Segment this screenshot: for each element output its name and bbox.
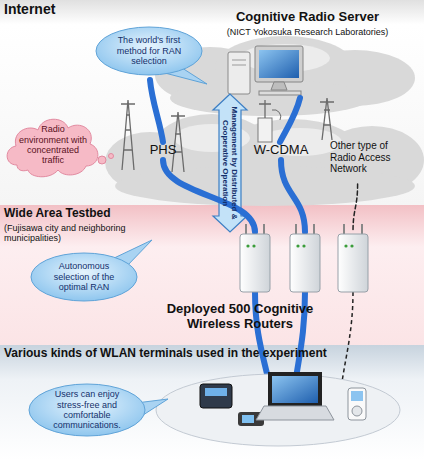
radio-link	[353, 184, 358, 232]
router-unit	[290, 224, 320, 292]
wcdma-station	[258, 100, 281, 142]
callout-text: Autonomous selection of the optimal RAN	[42, 252, 126, 302]
router-unit	[240, 224, 270, 292]
network-name: Other type of Radio Access Network	[330, 140, 410, 175]
bubble-body	[29, 384, 145, 436]
router-caption: Deployed 500 Cognitive Wireless Routers	[145, 302, 335, 332]
callout-bubble: Autonomous selection of the optimal RAN	[30, 252, 138, 302]
cloud-highlight	[174, 44, 342, 156]
bubble-body	[96, 27, 202, 75]
band-fill	[0, 345, 424, 460]
wlan-terminals	[156, 372, 400, 446]
callout-text: Users can enjoy stress-free and comforta…	[40, 383, 134, 437]
edge-label: Management by Distributed & Cooperative …	[221, 97, 239, 229]
band-fill	[0, 0, 424, 205]
router-unit	[338, 224, 368, 292]
server-computer	[228, 46, 303, 95]
network-band: InternetCognitive Radio Server (NICT Yoko…	[0, 0, 424, 205]
band-heading: Various kinds of WLAN terminals used in …	[4, 347, 420, 361]
radio-link-line	[150, 80, 305, 378]
band-subheading: (Fujisawa city and neighboring municipal…	[4, 223, 129, 244]
network-name-box: Other type of Radio Access Network	[330, 140, 422, 184]
callout-bubble: The world's first method for RAN selecti…	[95, 26, 203, 76]
cloud-tail	[109, 154, 114, 159]
network-name: W-CDMA	[250, 143, 312, 158]
network-name: PHS	[143, 143, 183, 158]
radio-link	[281, 160, 305, 232]
callout-text: The world's first method for RAN selecti…	[107, 26, 191, 76]
terminal-band: Various kinds of WLAN terminals used in …	[0, 345, 424, 460]
callout-cloud: Radio environment with concentrated traf…	[2, 110, 102, 180]
server-location: (NICT Yokosuka Research Laboratories)	[195, 27, 420, 37]
callout-text: Radio environment with concentrated traf…	[18, 114, 88, 176]
radio-link	[163, 160, 255, 232]
server-name: Cognitive Radio Server	[195, 10, 420, 25]
server-box: Cognitive Radio Server (NICT Yokosuka Res…	[195, 8, 420, 94]
wlan-link-line	[342, 292, 353, 382]
bubble-body	[31, 253, 137, 301]
band-heading: Internet	[4, 1, 204, 17]
band-fill	[0, 205, 424, 345]
cloud-tail	[98, 156, 106, 164]
callout-bubble: Users can enjoy stress-free and comforta…	[28, 383, 146, 437]
